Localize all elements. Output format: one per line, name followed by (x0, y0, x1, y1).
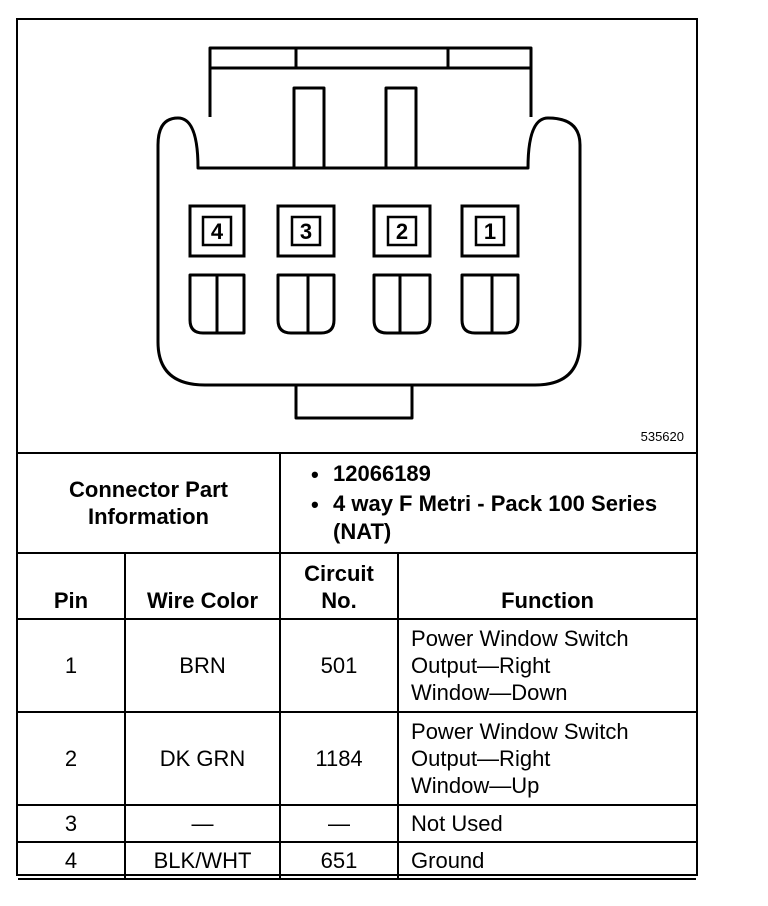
table-row: 1 BRN 501 Power Window Switch Output—Rig… (18, 618, 697, 713)
header-wire-color: Wire Color (123, 552, 282, 620)
wire-color-cell: — (123, 804, 282, 843)
connector-sheet: 4 3 2 1 535620 Connector Part Informatio… (16, 18, 698, 880)
part-number: •12066189 (311, 461, 431, 487)
terminal-cavity (460, 273, 520, 335)
pin-cell: 4 (18, 841, 126, 880)
function-cell: Power Window Switch Output—Right Window—… (397, 618, 697, 713)
function-cell: Ground (397, 841, 697, 880)
wire-color-cell: DK GRN (123, 711, 282, 806)
connector-body (156, 116, 582, 387)
figure-id: 535620 (640, 429, 684, 444)
pin-label-1 (460, 204, 520, 258)
function-cell: Not Used (397, 804, 697, 843)
pin-number: 1 (484, 219, 496, 244)
table-row: 4 BLK/WHT 651 Ground (18, 841, 697, 880)
terminal-cavity (188, 273, 246, 335)
connector-type: •4 way F Metri - Pack 100 Series (NAT) (311, 491, 658, 544)
pin-number: 4 (211, 219, 224, 244)
connector-info-row: Connector Part Information •12066189 •4 … (18, 452, 697, 554)
pin-number: 3 (300, 219, 312, 244)
table-row: 2 DK GRN 1184 Power Window Switch Output… (18, 711, 697, 806)
connector-tab (294, 385, 414, 420)
pin-label-2 (372, 204, 432, 258)
wire-color-cell: BLK/WHT (123, 841, 282, 880)
latch-post (292, 86, 326, 170)
circuit-cell: 651 (279, 841, 400, 880)
connector-table: Connector Part Information •12066189 •4 … (18, 452, 697, 880)
pin-label-3 (276, 204, 336, 258)
connector-diagram: 4 3 2 1 (156, 46, 582, 420)
pin-label-4 (188, 204, 246, 258)
latch-post (384, 86, 418, 170)
pin-cell: 2 (18, 711, 126, 806)
header-pin: Pin (18, 552, 126, 620)
circuit-cell: 1184 (279, 711, 400, 806)
table-row: 3 — — Not Used (18, 804, 697, 843)
connector-info-items: •12066189 •4 way F Metri - Pack 100 Seri… (279, 452, 697, 554)
header-function: Function (397, 552, 697, 620)
terminal-cavity (372, 273, 432, 335)
circuit-cell: — (279, 804, 400, 843)
circuit-cell: 501 (279, 618, 400, 713)
pin-number: 2 (396, 219, 408, 244)
connector-info-title: Connector Part Information (18, 452, 282, 554)
header-circuit-no: Circuit No. (279, 552, 400, 620)
function-cell: Power Window Switch Output—Right Window—… (397, 711, 697, 806)
connector-latch (208, 46, 533, 117)
pin-cell: 3 (18, 804, 126, 843)
terminal-cavity (276, 273, 336, 335)
wire-color-cell: BRN (123, 618, 282, 713)
table-header: Pin Wire Color Circuit No. Function (18, 552, 697, 620)
pin-cell: 1 (18, 618, 126, 713)
